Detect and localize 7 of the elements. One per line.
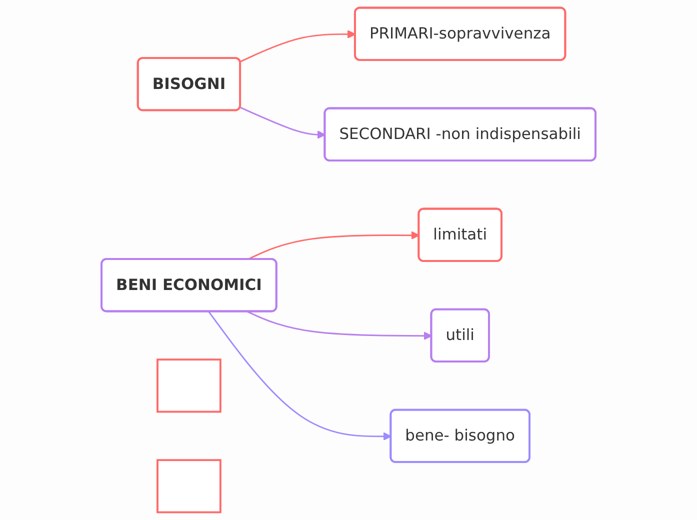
arrow	[240, 30, 356, 62]
arrow	[240, 106, 326, 139]
node-box	[156, 358, 222, 413]
arrow	[247, 311, 432, 340]
arrow	[208, 311, 392, 441]
arrow	[247, 231, 420, 260]
node-box	[156, 459, 222, 514]
